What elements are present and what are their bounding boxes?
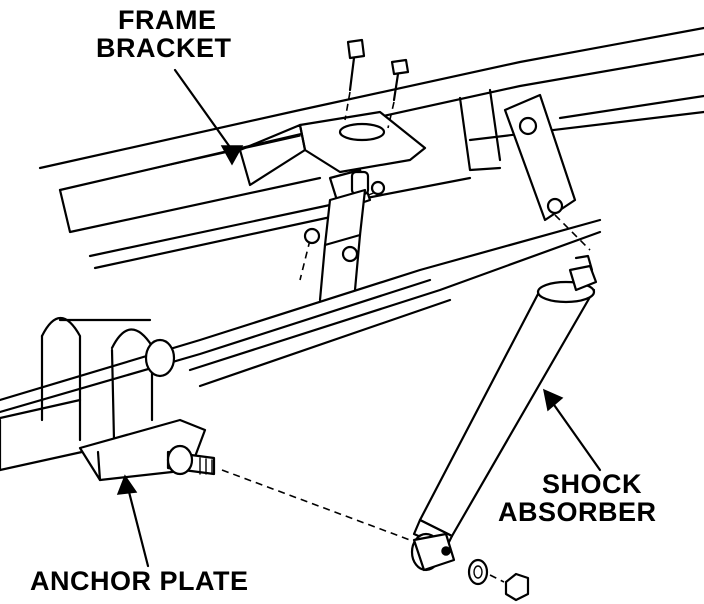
anchor-plate-label: ANCHOR PLATE <box>30 566 249 596</box>
shock-absorber-label: SHOCK ABSORBER <box>498 469 657 526</box>
axle-housing <box>0 398 102 472</box>
shock-absorber-leader <box>542 388 602 472</box>
lower-nut <box>489 572 530 602</box>
shock-absorber-label-line1: SHOCK <box>542 469 643 499</box>
frame-bracket-label: FRAME BRACKET <box>96 5 232 62</box>
shock-absorber <box>410 254 598 572</box>
u-bolts <box>40 317 176 442</box>
frame-bracket-leader <box>173 68 244 166</box>
bracket-nuts <box>303 180 386 263</box>
shock-absorber-label-line2: ABSORBER <box>498 497 657 527</box>
anchor-plate <box>78 418 411 541</box>
upper-shock-mount <box>503 93 591 251</box>
frame-rail <box>38 26 704 270</box>
lower-washer <box>467 558 489 586</box>
frame-bracket-label-line1: FRAME <box>118 5 217 35</box>
upper-bolt-left <box>344 38 366 121</box>
leaf-spring <box>0 218 602 414</box>
upper-bolt-right <box>387 58 410 129</box>
frame-bracket-label-line2: BRACKET <box>96 33 232 63</box>
frame-bracket <box>238 110 427 302</box>
anchor-plate-leader <box>116 474 150 568</box>
